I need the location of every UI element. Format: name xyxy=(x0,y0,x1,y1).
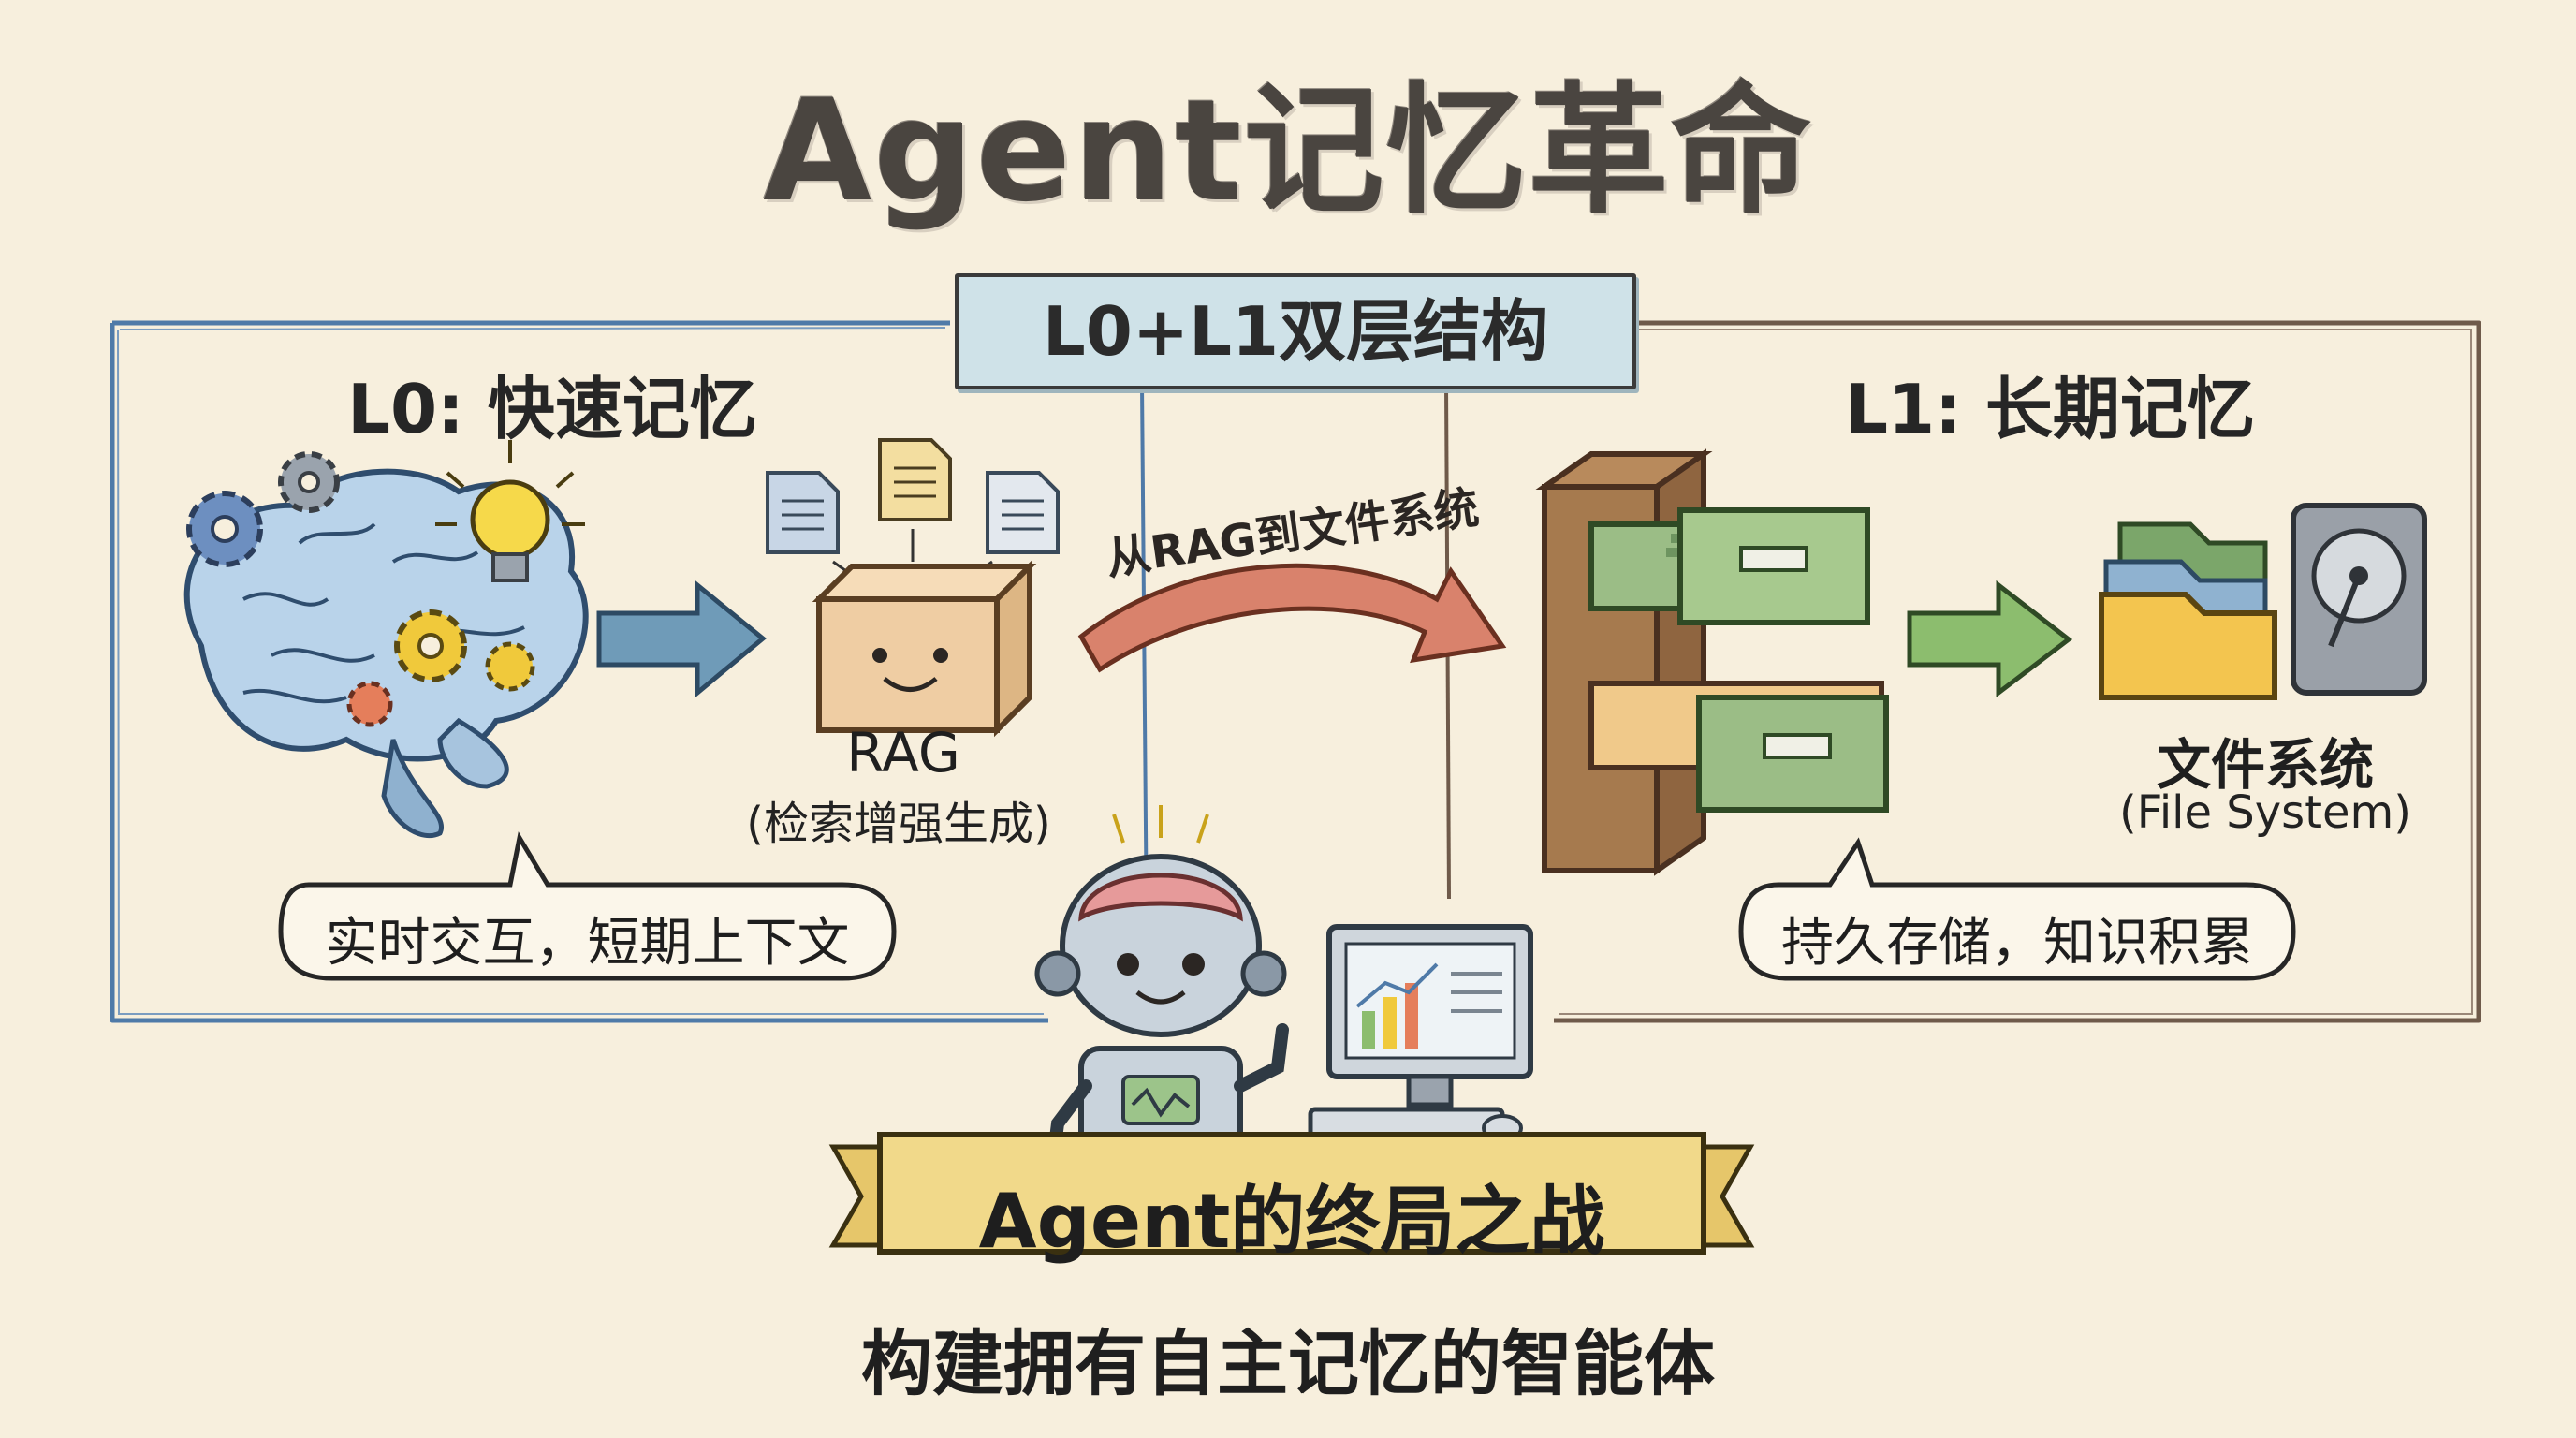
structure-banner: L0+L1双层结构 xyxy=(955,273,1636,389)
document-icon xyxy=(878,438,952,521)
bubble-right-text: 持久存储，知识积累 xyxy=(1781,913,2253,974)
left-frame xyxy=(110,320,1048,1023)
lightbulb-icon xyxy=(435,440,585,582)
banner-text: L0+L1双层结构 xyxy=(1042,292,1549,371)
divider-line xyxy=(1140,383,1149,937)
speech-bubble-left xyxy=(278,831,897,981)
right-frame-echo xyxy=(1559,329,2474,1015)
bubble-left-text: 实时交互，短期上下文 xyxy=(325,913,850,974)
cabinet-icon xyxy=(1535,448,1889,876)
right-frame xyxy=(1554,320,2481,1023)
page-title: Agent记忆革命 xyxy=(763,70,1813,233)
arrow-rag-to-fs xyxy=(1077,563,1507,673)
speech-bubble-right xyxy=(1738,837,2296,981)
monitor-icon xyxy=(1326,924,1533,1108)
ribbon xyxy=(828,1132,1755,1255)
gear-icon xyxy=(186,451,535,727)
filesystem-label: 文件系统 xyxy=(2156,733,2374,797)
filesystem-subtitle: (File System) xyxy=(2118,786,2412,839)
l1-heading: L1: 长期记忆 xyxy=(1845,370,2255,448)
document-icon xyxy=(766,471,840,554)
hard-drive-icon xyxy=(2291,503,2427,696)
box-icon xyxy=(812,559,1037,738)
robot-icon xyxy=(1034,805,1289,1173)
rag-label: RAG xyxy=(846,721,960,785)
arrow-to-filesystem xyxy=(1907,580,2073,698)
ribbon-title: Agent的终局之战 xyxy=(978,1178,1605,1265)
folder-icon xyxy=(2099,521,2277,700)
bottom-subtitle: 构建拥有自主记忆的智能体 xyxy=(861,1322,1715,1405)
left-frame-echo xyxy=(117,327,1044,1015)
document-icon xyxy=(986,471,1060,554)
rag-subtitle: (检索增强生成) xyxy=(746,798,1051,850)
arrow-to-rag xyxy=(596,580,767,698)
l0-heading: L0: 快速记忆 xyxy=(347,370,757,448)
